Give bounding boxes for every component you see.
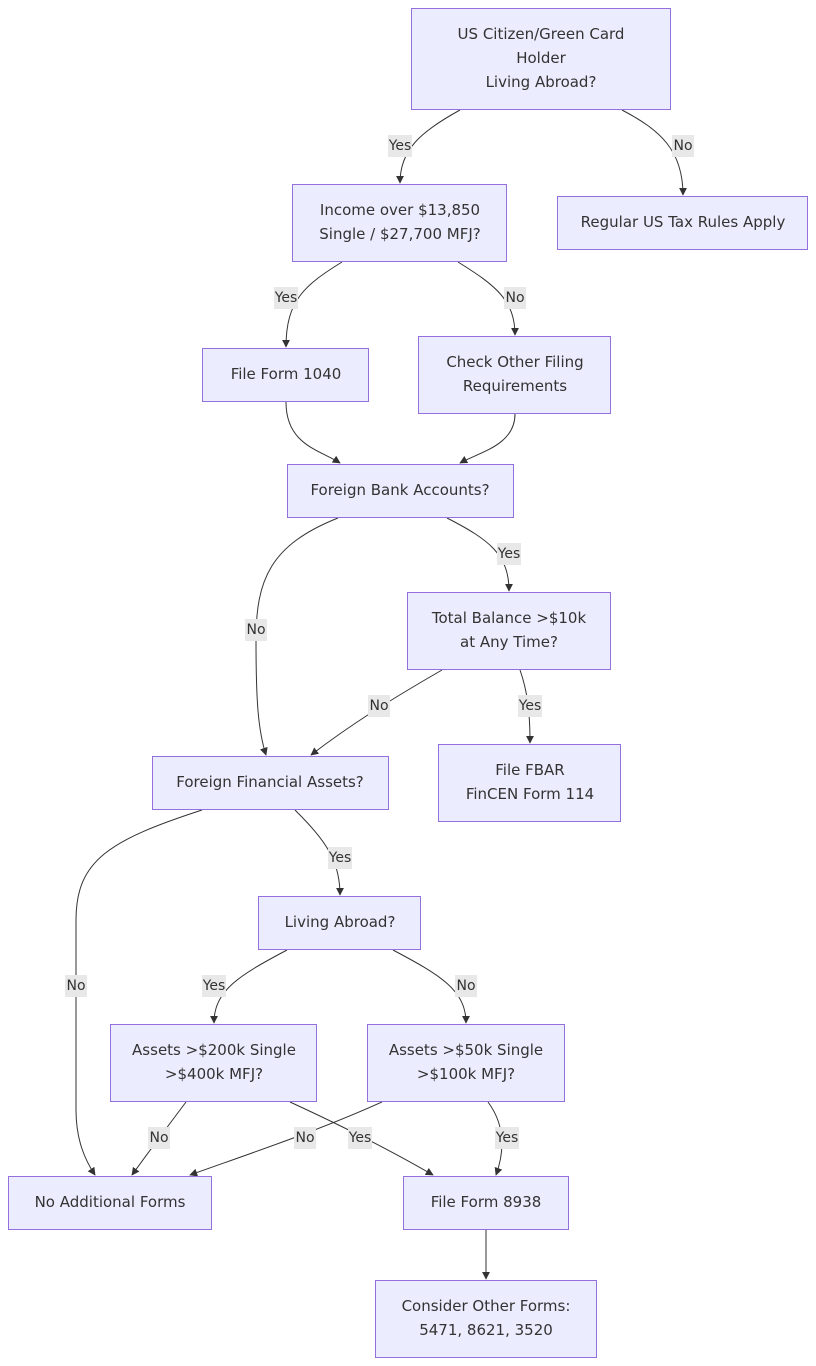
edge-1040-to-foreign-bank xyxy=(285,401,341,464)
svg-text:Yes: Yes xyxy=(274,290,298,306)
svg-text:No: No xyxy=(505,290,524,306)
edge-label-200k-no: No xyxy=(148,1127,170,1149)
node-check-other: Check Other Filing Requirements xyxy=(418,336,611,414)
node-no-additional: No Additional Forms xyxy=(8,1176,212,1230)
node-file-1040: File Form 1040 xyxy=(202,348,369,402)
svg-text:FinCEN Form 114: FinCEN Form 114 xyxy=(466,785,594,803)
edge-label-foreign-assets-no: No xyxy=(65,975,87,997)
edge-label-50k-no: No xyxy=(294,1127,316,1149)
svg-text:Yes: Yes xyxy=(202,978,226,994)
svg-text:5471, 8621, 3520: 5471, 8621, 3520 xyxy=(419,1321,553,1339)
svg-text:Yes: Yes xyxy=(495,1130,519,1146)
edge-foreign-bank-to-foreign-assets xyxy=(255,517,339,756)
node-file-8938: File Form 8938 xyxy=(403,1176,569,1230)
svg-text:Yes: Yes xyxy=(388,138,412,154)
node-total-balance: Total Balance >$10k at Any Time? xyxy=(407,592,611,670)
edge-living-abroad-to-200k xyxy=(210,949,288,1024)
edge-label-foreign-bank-no: No xyxy=(245,619,267,641)
svg-text:No: No xyxy=(295,1130,314,1146)
edge-label-50k-yes: Yes xyxy=(495,1127,519,1149)
node-living-abroad: Living Abroad? xyxy=(258,896,421,950)
svg-text:at Any Time?: at Any Time? xyxy=(460,633,558,651)
node-regular-rules: Regular US Tax Rules Apply xyxy=(557,196,808,250)
svg-text:Foreign Financial Assets?: Foreign Financial Assets? xyxy=(176,773,364,791)
svg-text:Yes: Yes xyxy=(518,698,542,714)
svg-text:Living Abroad?: Living Abroad? xyxy=(285,913,396,931)
edge-label-living-abroad-yes: Yes xyxy=(202,975,226,997)
svg-text:File Form 1040: File Form 1040 xyxy=(231,365,342,383)
svg-text:No: No xyxy=(673,138,692,154)
edge-foreign-assets-to-no-additional xyxy=(75,809,203,1176)
edge-label-citizen-no: No xyxy=(672,135,694,157)
edge-income-to-check-other xyxy=(457,261,519,336)
edge-label-foreign-bank-yes: Yes xyxy=(497,543,521,565)
svg-text:No: No xyxy=(246,622,265,638)
edge-label-200k-yes: Yes xyxy=(348,1127,372,1149)
svg-text:Yes: Yes xyxy=(497,546,521,562)
edge-50k-to-no-additional xyxy=(189,1101,383,1177)
edge-label-income-yes: Yes xyxy=(274,287,298,309)
svg-text:Single / $27,700 MFJ?: Single / $27,700 MFJ? xyxy=(319,225,480,243)
svg-text:>$100k MFJ?: >$100k MFJ? xyxy=(417,1065,515,1083)
edge-label-total-balance-no: No xyxy=(368,695,390,717)
edge-income-to-1040 xyxy=(282,261,343,348)
svg-text:Yes: Yes xyxy=(348,1130,372,1146)
svg-text:Check Other Filing: Check Other Filing xyxy=(446,353,583,371)
node-foreign-assets: Foreign Financial Assets? xyxy=(152,756,389,810)
svg-text:Requirements: Requirements xyxy=(463,377,567,395)
node-income-threshold: Income over $13,850 Single / $27,700 MFJ… xyxy=(292,184,507,262)
svg-text:No Additional Forms: No Additional Forms xyxy=(35,1193,186,1211)
node-assets-50k: Assets >$50k Single >$100k MFJ? xyxy=(367,1024,565,1102)
svg-text:Holder: Holder xyxy=(516,49,566,67)
svg-text:Assets >$200k Single: Assets >$200k Single xyxy=(132,1041,296,1059)
edge-living-abroad-to-50k xyxy=(392,949,470,1024)
edge-citizen-to-regular xyxy=(621,109,687,196)
svg-text:Assets >$50k Single: Assets >$50k Single xyxy=(389,1041,543,1059)
svg-text:Regular US Tax Rules Apply: Regular US Tax Rules Apply xyxy=(581,213,786,231)
node-consider-other: Consider Other Forms: 5471, 8621, 3520 xyxy=(375,1280,597,1358)
edge-citizen-to-income xyxy=(396,109,461,184)
edge-label-income-no: No xyxy=(504,287,526,309)
edge-label-living-abroad-no: No xyxy=(455,975,477,997)
svg-text:Foreign Bank Accounts?: Foreign Bank Accounts? xyxy=(310,481,489,499)
svg-text:>$400k MFJ?: >$400k MFJ? xyxy=(165,1065,263,1083)
node-foreign-bank: Foreign Bank Accounts? xyxy=(287,464,514,518)
svg-text:No: No xyxy=(456,978,475,994)
node-file-fbar: File FBAR FinCEN Form 114 xyxy=(438,744,621,822)
svg-text:File FBAR: File FBAR xyxy=(495,761,564,779)
svg-text:No: No xyxy=(149,1130,168,1146)
edge-label-foreign-assets-yes: Yes xyxy=(328,847,352,869)
edge-label-citizen-yes: Yes xyxy=(388,135,412,157)
edge-foreign-bank-to-total-balance xyxy=(446,517,513,592)
svg-text:US Citizen/Green Card: US Citizen/Green Card xyxy=(458,25,625,43)
svg-text:Total Balance >$10k: Total Balance >$10k xyxy=(431,609,587,627)
svg-text:Consider Other Forms:: Consider Other Forms: xyxy=(402,1297,571,1315)
svg-text:File Form 8938: File Form 8938 xyxy=(431,1193,542,1211)
svg-text:No: No xyxy=(369,698,388,714)
svg-text:Income over $13,850: Income over $13,850 xyxy=(320,201,480,219)
svg-text:No: No xyxy=(66,978,85,994)
svg-text:Yes: Yes xyxy=(328,850,352,866)
node-assets-200k: Assets >$200k Single >$400k MFJ? xyxy=(110,1024,317,1102)
edge-label-total-balance-yes: Yes xyxy=(518,695,542,717)
svg-text:Living Abroad?: Living Abroad? xyxy=(486,73,597,91)
node-us-citizen: US Citizen/Green Card Holder Living Abro… xyxy=(411,8,671,110)
edge-check-other-to-foreign-bank xyxy=(459,413,516,464)
